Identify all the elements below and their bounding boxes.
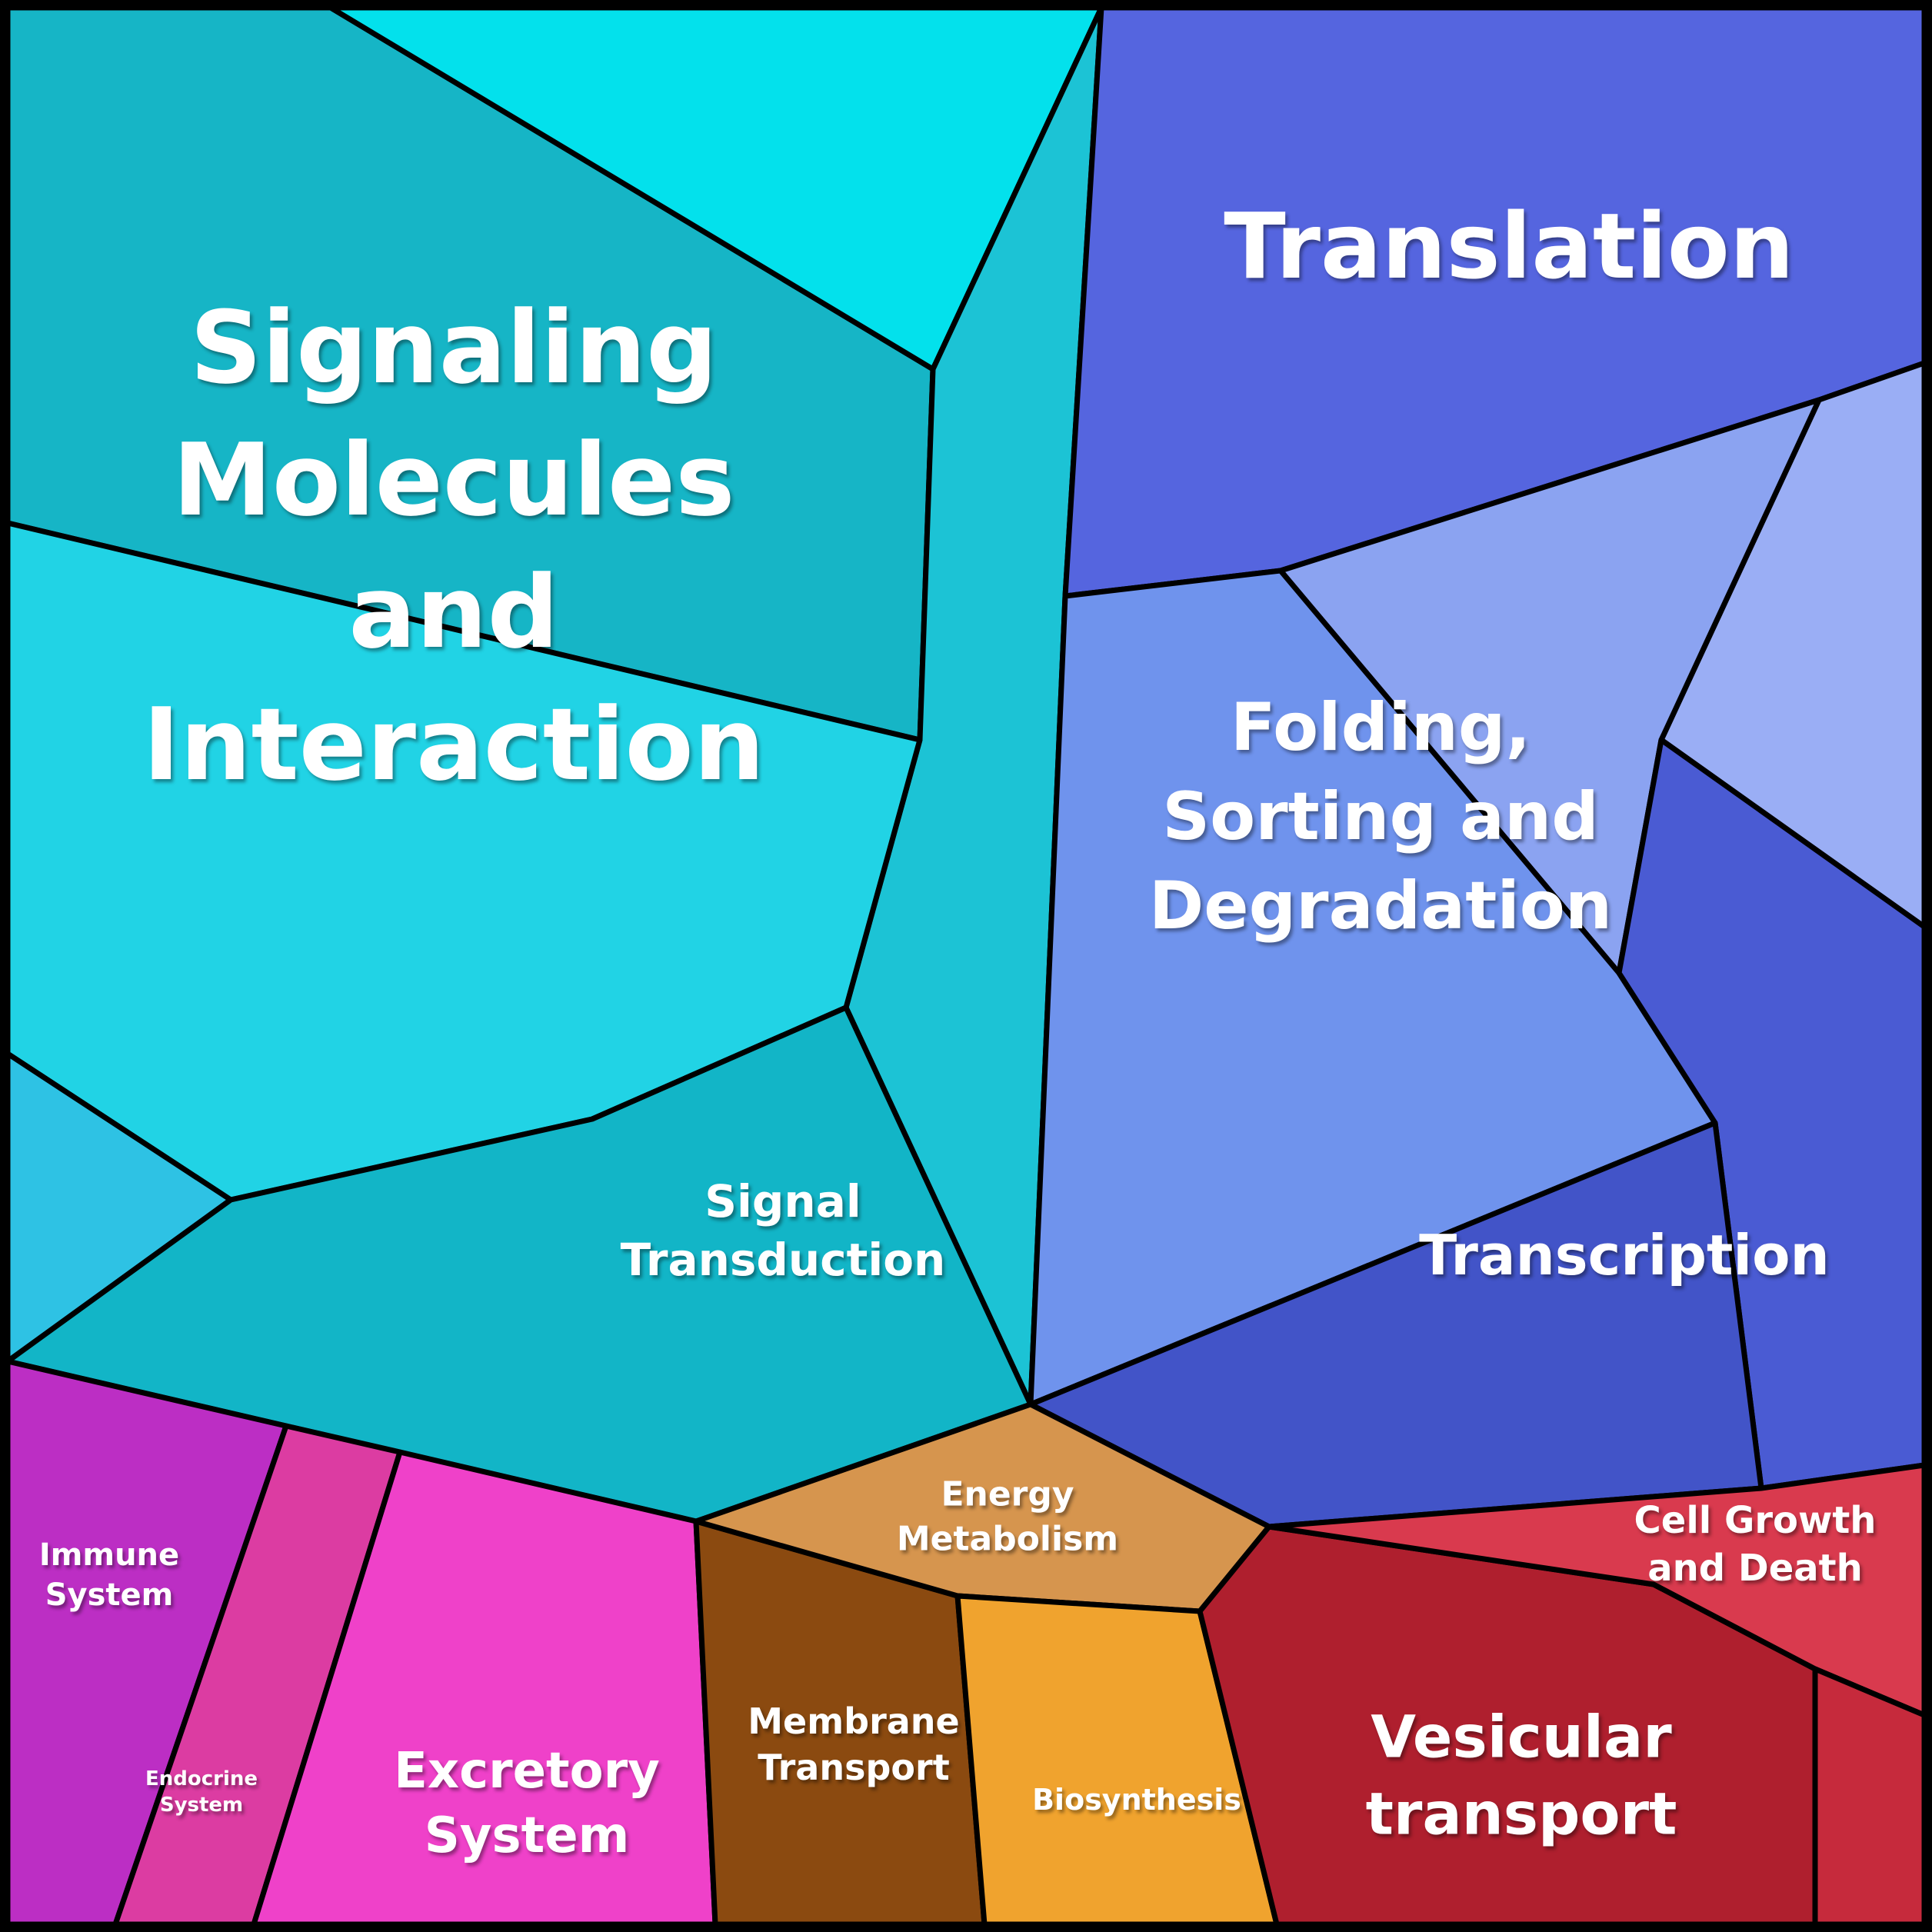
label-translation: Translation <box>1224 193 1794 299</box>
label-biosynthesis: Biosynthesis <box>1032 1783 1241 1817</box>
cell-red-corner[interactable] <box>1812 1666 1927 1927</box>
label-transcription: Transcription <box>1419 1223 1830 1287</box>
